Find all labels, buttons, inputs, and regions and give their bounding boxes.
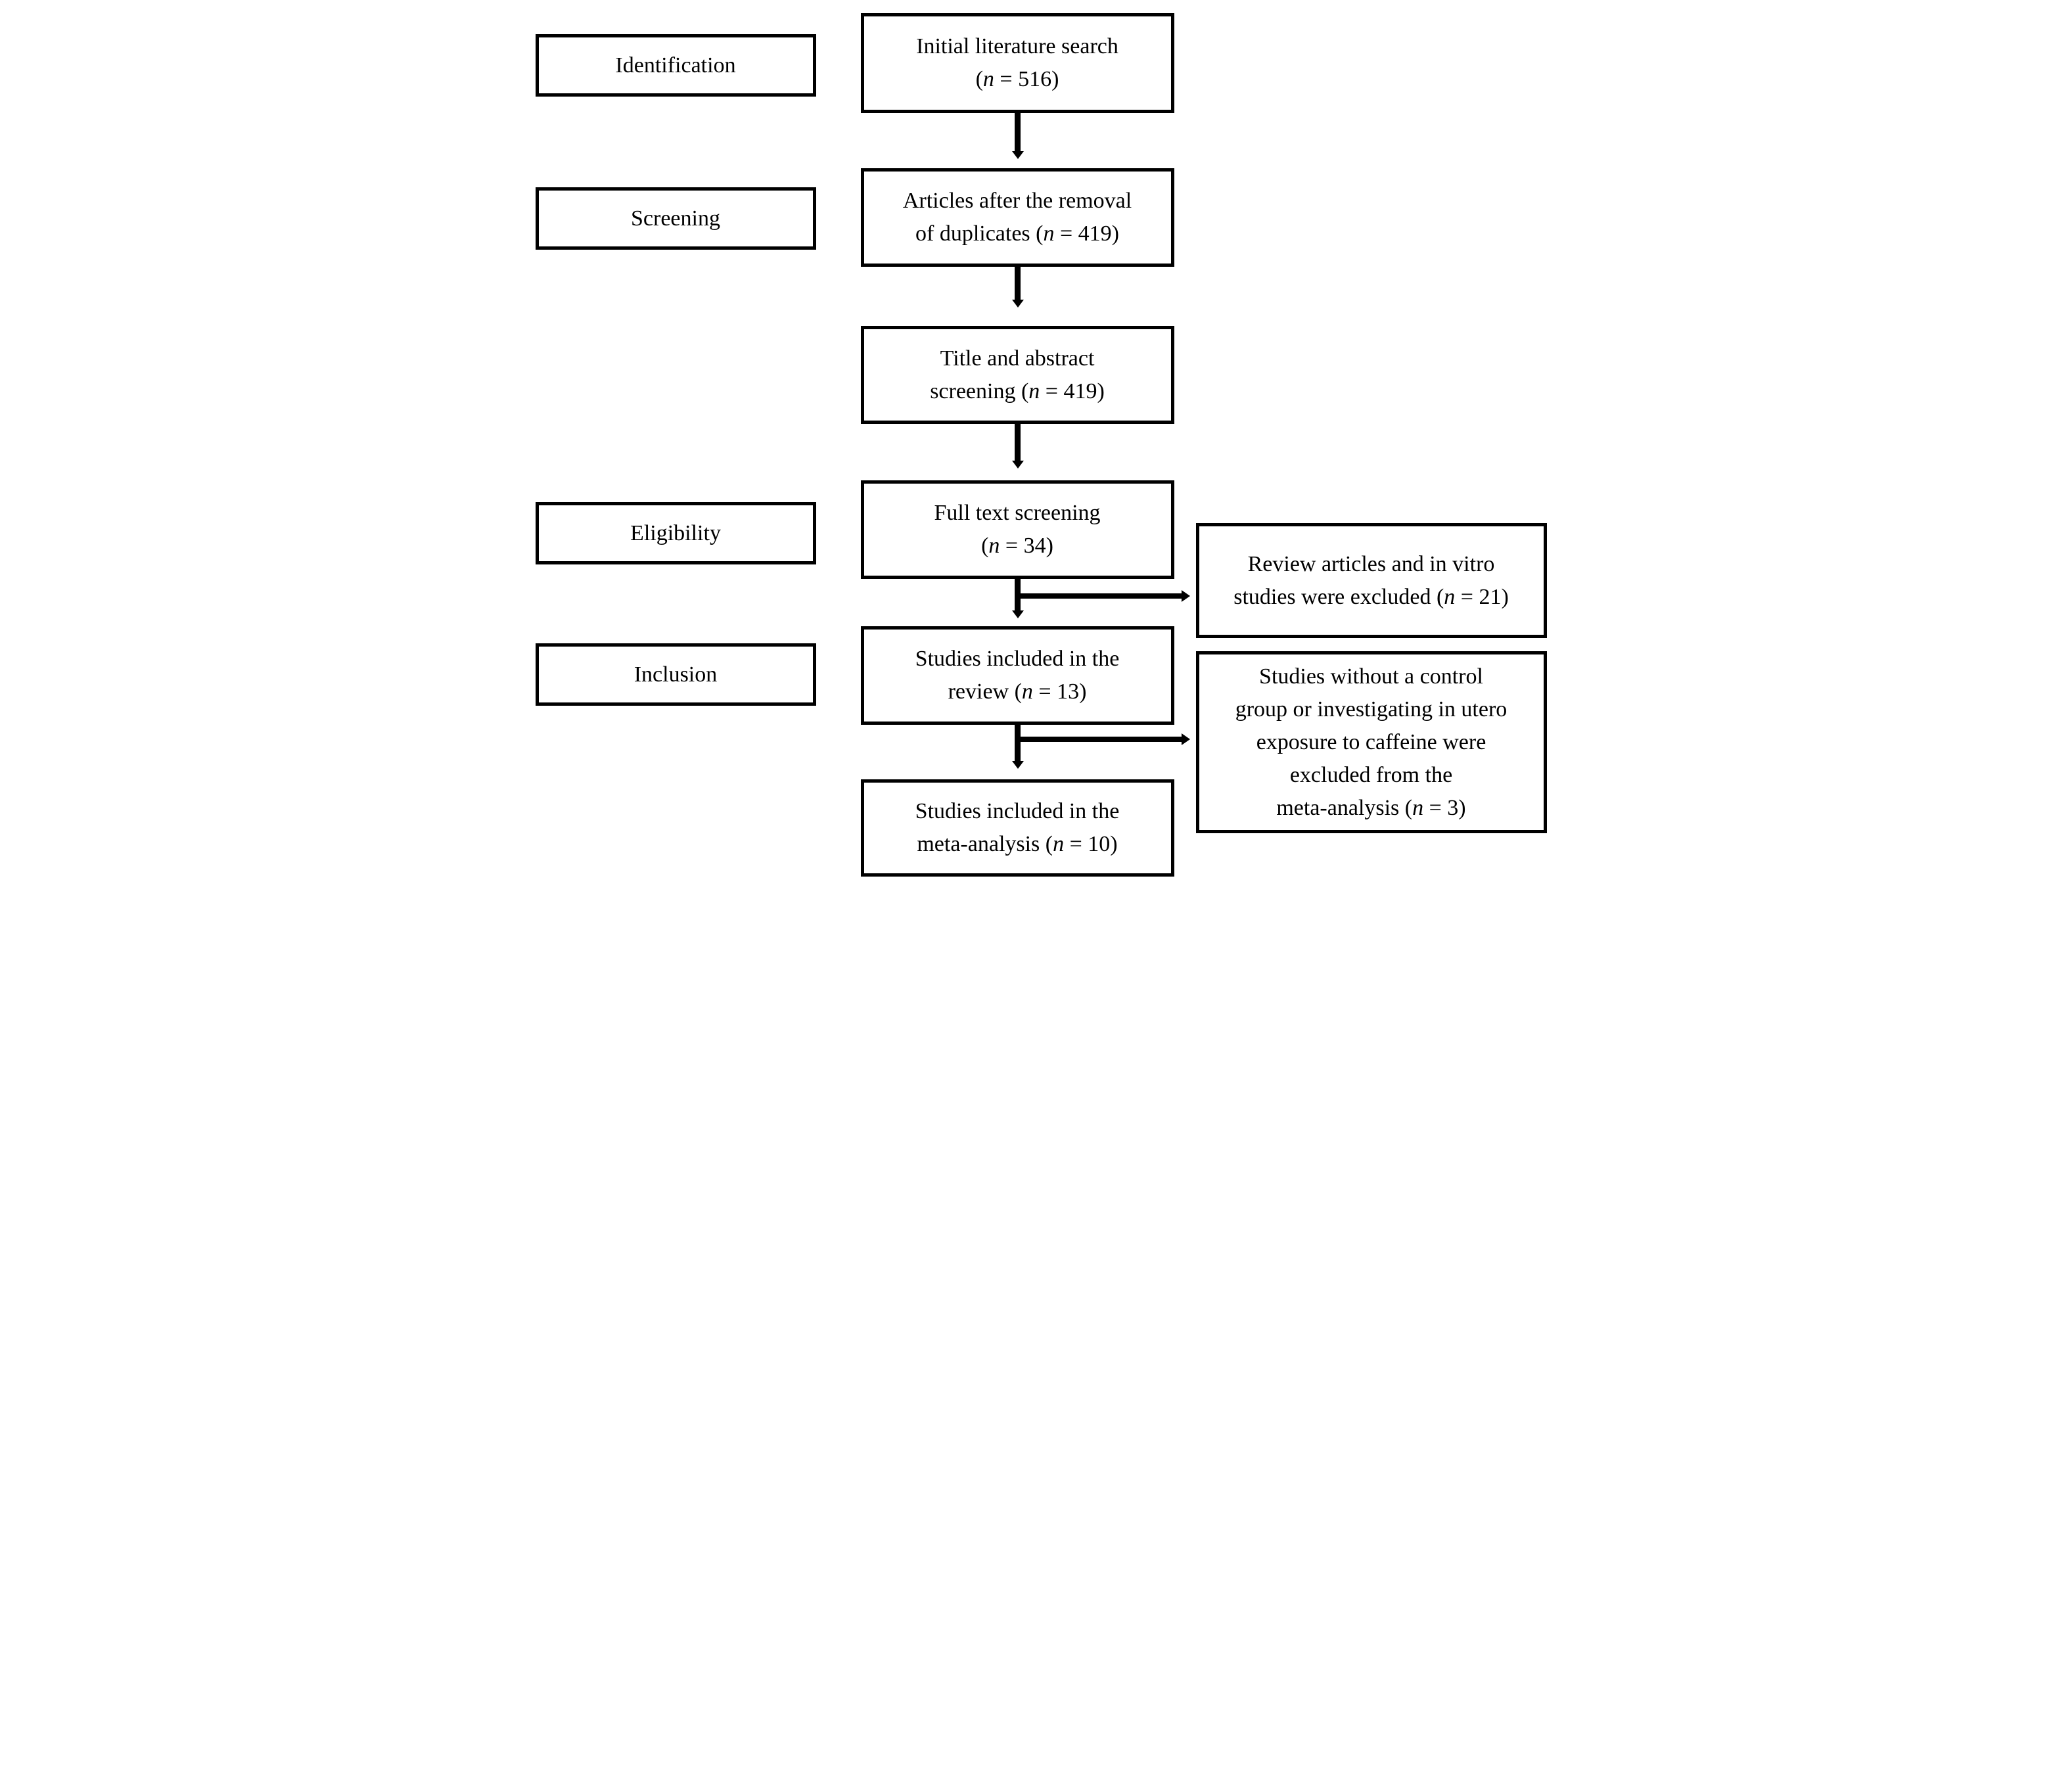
flow-box-title-abstract-screening: Title and abstract screening (n = 419) — [860, 326, 1174, 424]
stage-label: Eligibility — [630, 520, 721, 545]
exclusion-box-no-control-group: Studies without a control group or invest… — [1195, 651, 1547, 833]
box-text-line: Review articles and in vitro — [1247, 551, 1495, 576]
arrow-search-to-duplicates-head — [1011, 151, 1024, 159]
box-text-line: group or investigating in utero — [1235, 697, 1508, 722]
box-text-line: Initial literature search — [916, 34, 1118, 58]
stage-label: Screening — [631, 206, 720, 231]
box-text-line: excluded from the — [1289, 762, 1453, 787]
arrow-branch-to-exclusion-2-shaft — [1017, 737, 1182, 742]
box-text-line: Articles after the removal — [902, 189, 1132, 213]
stage-box-eligibility: Eligibility — [535, 502, 816, 564]
stage-label: Identification — [615, 53, 736, 78]
prisma-flow-diagram: Identification Screening Eligibility Inc… — [518, 0, 1554, 894]
stage-box-identification: Identification — [535, 34, 816, 97]
box-text-line: Studies included in the — [915, 647, 1120, 671]
stage-box-screening: Screening — [535, 187, 816, 250]
arrow-review-to-meta-head — [1011, 761, 1024, 769]
stage-label: Inclusion — [633, 662, 718, 687]
box-text-line: Full text screening — [934, 501, 1101, 525]
arrow-search-to-duplicates-shaft — [1014, 112, 1021, 151]
arrow-duplicates-to-title-screening-head — [1011, 300, 1024, 308]
flow-box-duplicates-removed: Articles after the removal of duplicates … — [860, 168, 1174, 267]
box-text-line: screening (n = 419) — [930, 378, 1105, 403]
box-text-line: of duplicates (n = 419) — [915, 221, 1119, 246]
box-text-line: meta-analysis (n = 10) — [917, 832, 1118, 856]
flow-box-included-review: Studies included in the review (n = 13) — [860, 626, 1174, 725]
flow-box-included-meta-analysis: Studies included in the meta-analysis (n … — [860, 779, 1174, 877]
box-text-line: Studies included in the — [915, 799, 1120, 823]
box-text-line: meta-analysis (n = 3) — [1276, 795, 1466, 820]
box-text-line: Studies without a control — [1259, 664, 1483, 689]
arrow-review-to-meta-shaft — [1014, 723, 1021, 761]
exclusion-box-review-in-vitro: Review articles and in vitro studies were… — [1195, 523, 1547, 638]
box-text-line: review (n = 13) — [948, 679, 1087, 704]
arrow-fulltext-to-review-head — [1011, 610, 1024, 618]
box-text-line: studies were excluded (n = 21) — [1233, 584, 1509, 609]
box-text-line: (n = 516) — [975, 67, 1059, 91]
stage-box-inclusion: Inclusion — [535, 643, 816, 706]
arrow-title-to-fulltext-head — [1011, 461, 1024, 469]
box-text-line: exposure to caffeine were — [1256, 729, 1486, 754]
flow-box-initial-search: Initial literature search (n = 516) — [860, 13, 1174, 113]
box-text-line: Title and abstract — [940, 346, 1095, 371]
arrow-branch-to-exclusion-1-head — [1181, 590, 1190, 602]
arrow-duplicates-to-title-screening-shaft — [1014, 265, 1021, 300]
arrow-branch-to-exclusion-1-shaft — [1017, 593, 1182, 599]
box-text-line: (n = 34) — [981, 534, 1053, 558]
flow-box-full-text-screening: Full text screening (n = 34) — [860, 480, 1174, 579]
arrow-branch-to-exclusion-2-head — [1181, 733, 1190, 745]
arrow-title-to-fulltext-shaft — [1014, 423, 1021, 461]
